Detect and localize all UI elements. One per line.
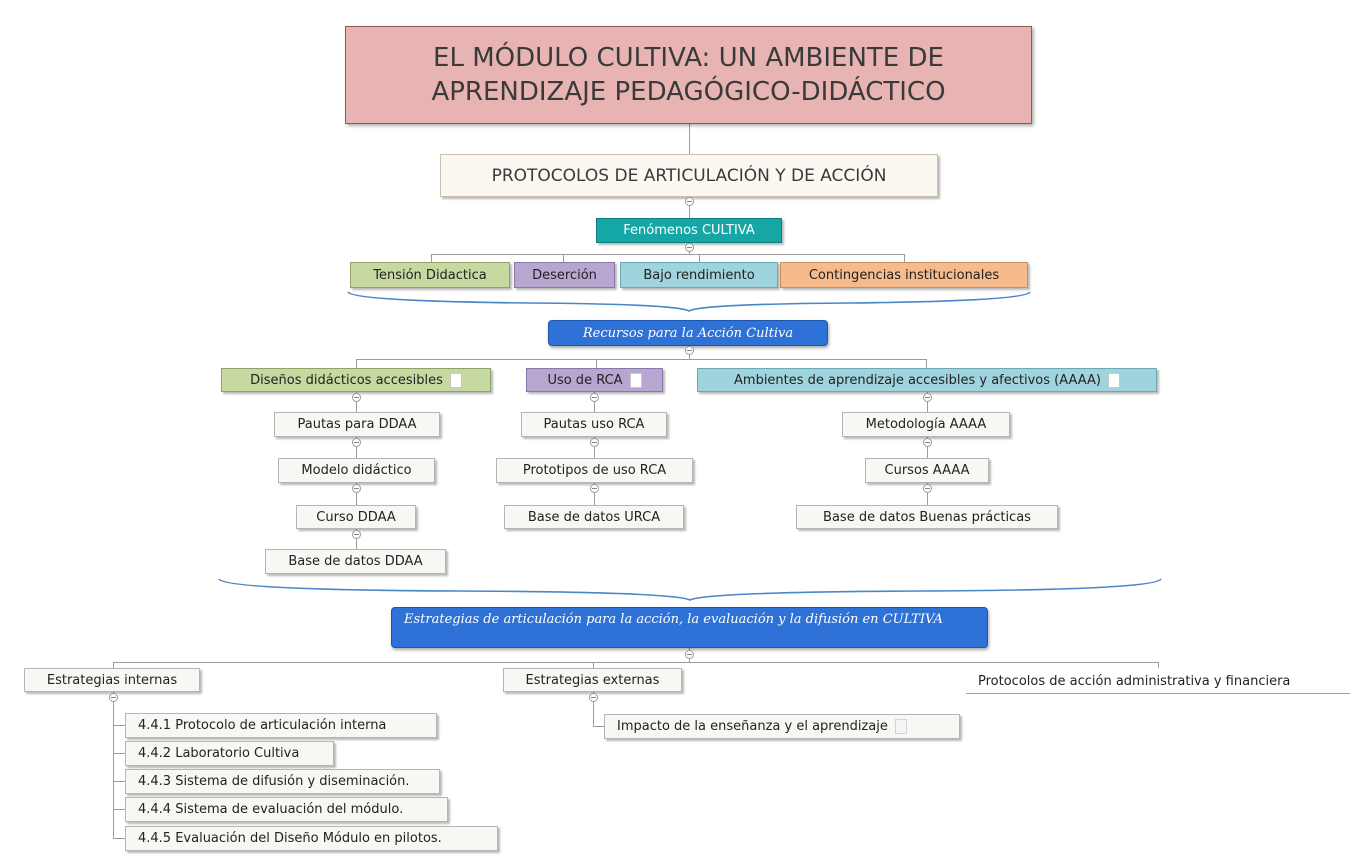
connector-line: [593, 726, 604, 727]
phenomenon-institutional[interactable]: Contingencias institucionales: [780, 262, 1028, 288]
connector-line: [113, 809, 125, 810]
connector-line: [431, 254, 905, 255]
good-practices-database[interactable]: Base de datos Buenas prácticas: [796, 505, 1058, 529]
connector-line: [431, 254, 432, 262]
connector-line: [356, 359, 927, 360]
internal-strategy-item[interactable]: 4.4.2 Laboratorio Cultiva: [125, 741, 334, 766]
connector-line: [356, 392, 357, 412]
connector-line: [113, 662, 114, 668]
connector-line: [927, 392, 928, 412]
brace-decoration: [347, 291, 1031, 312]
branch-label: Diseños didácticos accesibles: [250, 372, 443, 388]
connector-line: [594, 392, 595, 412]
collapse-icon[interactable]: [590, 484, 599, 493]
collapse-icon[interactable]: [589, 693, 598, 702]
connector-line: [593, 662, 594, 668]
connector-line: [594, 437, 595, 458]
collapse-icon[interactable]: [685, 346, 694, 355]
collapse-icon[interactable]: [109, 693, 118, 702]
connector-line: [356, 437, 357, 458]
connector-line: [356, 359, 357, 368]
connector-line: [113, 692, 114, 838]
connector-line: [596, 359, 597, 368]
resources-topic[interactable]: Recursos para la Acción Cultiva: [548, 320, 828, 346]
connector-line: [927, 437, 928, 458]
branch-aaaa[interactable]: Ambientes de aprendizaje accesibles y af…: [697, 368, 1157, 392]
connector-line: [113, 838, 125, 839]
branch-rca-use[interactable]: Uso de RCA: [526, 368, 663, 392]
node-underline: [966, 693, 1350, 694]
ddaa-database[interactable]: Base de datos DDAA: [265, 549, 446, 574]
admin-protocols[interactable]: Protocolos de acción administrativa y fi…: [978, 674, 1291, 689]
connector-line: [689, 124, 690, 154]
note-icon[interactable]: [894, 719, 907, 734]
phenomenon-desertion[interactable]: Deserción: [514, 262, 615, 288]
connector-line: [113, 753, 125, 754]
note-icon[interactable]: [449, 372, 462, 388]
external-strategy-item[interactable]: Impacto de la enseñanza y el aprendizaje: [604, 714, 960, 739]
internal-strategy-item[interactable]: 4.4.3 Sistema de difusión y diseminación…: [125, 769, 440, 794]
branch-label: Uso de RCA: [547, 372, 623, 388]
brace-decoration: [218, 578, 1162, 601]
didactic-model[interactable]: Modelo didáctico: [278, 458, 435, 483]
collapse-icon[interactable]: [352, 393, 361, 402]
urca-database[interactable]: Base de datos URCA: [504, 505, 684, 529]
connector-line: [356, 529, 357, 549]
connector-line: [904, 254, 905, 262]
internal-strategy-item[interactable]: 4.4.1 Protocolo de articulación interna: [125, 713, 437, 738]
connector-line: [593, 692, 594, 727]
collapse-icon[interactable]: [923, 438, 932, 447]
connector-line: [113, 662, 1159, 663]
collapse-icon[interactable]: [352, 530, 361, 539]
aaaa-methodology[interactable]: Metodología AAAA: [842, 412, 1010, 437]
ddaa-course[interactable]: Curso DDAA: [296, 505, 416, 529]
collapse-icon[interactable]: [685, 197, 694, 206]
external-strategies[interactable]: Estrategias externas: [503, 668, 682, 692]
central-topic[interactable]: EL MÓDULO CULTIVA: UN AMBIENTE DE APREND…: [345, 26, 1032, 124]
connector-line: [927, 483, 928, 505]
branch-accessible-designs[interactable]: Diseños didácticos accesibles: [221, 368, 491, 392]
collapse-icon[interactable]: [923, 484, 932, 493]
phenomenon-low-performance[interactable]: Bajo rendimiento: [620, 262, 778, 288]
connector-line: [689, 197, 690, 218]
collapse-icon[interactable]: [352, 438, 361, 447]
collapse-icon[interactable]: [590, 438, 599, 447]
connector-line: [356, 483, 357, 505]
ddaa-guidelines[interactable]: Pautas para DDAA: [274, 412, 440, 437]
rca-guidelines[interactable]: Pautas uso RCA: [521, 412, 667, 437]
collapse-icon[interactable]: [352, 484, 361, 493]
protocols-topic[interactable]: PROTOCOLOS DE ARTICULACIÓN Y DE ACCIÓN: [440, 154, 938, 197]
phenomena-topic[interactable]: Fenómenos CULTIVA: [596, 218, 782, 243]
collapse-icon[interactable]: [923, 393, 932, 402]
collapse-icon[interactable]: [685, 650, 694, 659]
collapse-icon[interactable]: [685, 243, 694, 252]
internal-strategy-item[interactable]: 4.4.4 Sistema de evaluación del módulo.: [125, 797, 448, 822]
connector-line: [1158, 662, 1159, 668]
internal-strategy-item[interactable]: 4.4.5 Evaluación del Diseño Módulo en pi…: [125, 826, 498, 851]
phenomenon-tension[interactable]: Tensión Didactica: [350, 262, 510, 288]
aaaa-courses[interactable]: Cursos AAAA: [865, 458, 989, 483]
connector-line: [113, 725, 125, 726]
collapse-icon[interactable]: [590, 393, 599, 402]
connector-line: [926, 359, 927, 368]
connector-line: [563, 254, 564, 262]
rca-prototypes[interactable]: Prototipos de uso RCA: [496, 458, 693, 483]
note-icon[interactable]: [629, 372, 642, 388]
branch-label: Ambientes de aprendizaje accesibles y af…: [734, 372, 1101, 388]
connector-line: [699, 254, 700, 262]
internal-strategies[interactable]: Estrategias internas: [24, 668, 200, 692]
connector-line: [113, 781, 125, 782]
strategies-topic[interactable]: Estrategias de articulación para la acci…: [391, 607, 988, 648]
note-icon[interactable]: [1107, 372, 1120, 388]
item-label: Impacto de la enseñanza y el aprendizaje: [617, 719, 888, 734]
connector-line: [594, 483, 595, 505]
